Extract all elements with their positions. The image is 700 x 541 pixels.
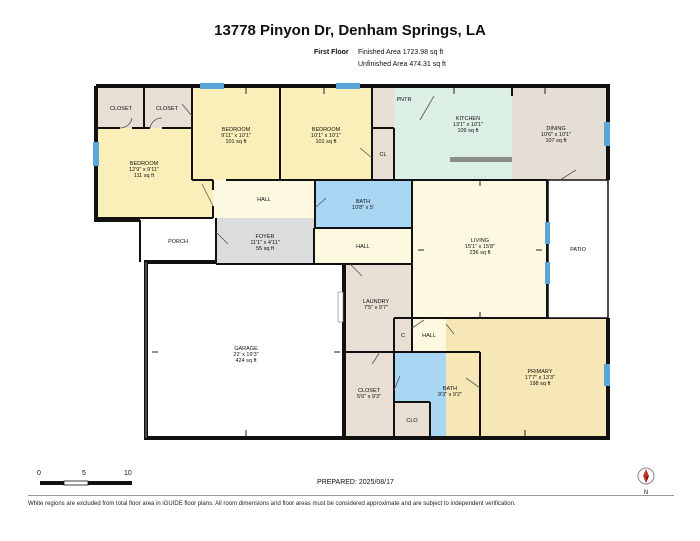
label-foyer: FOYER: [256, 234, 275, 240]
room-bedroom-3: [280, 88, 372, 180]
label-hall-2: HALL: [356, 244, 370, 250]
label-cl: CL: [379, 152, 386, 158]
dims-bath-1: 10'8" x 5': [352, 205, 374, 211]
label-closet-b: CLOSET: [156, 106, 179, 112]
dims-foyer: 11'1" x 4'11": [250, 240, 279, 246]
scale-tick-5: 5: [82, 470, 86, 477]
floor-name: First Floor: [314, 49, 349, 56]
label-c: C: [401, 333, 405, 339]
label-dining: DINING: [546, 126, 565, 132]
area-bedroom-3: 101 sq ft: [315, 139, 337, 145]
dims-garage: 22' x 19'3": [233, 352, 258, 358]
room-bedroom-2: [192, 88, 280, 180]
room-closet-b: [144, 88, 192, 128]
label-closet-c: CLOSET: [358, 388, 381, 394]
room-dining: [512, 88, 606, 180]
area-primary: 198 sq ft: [529, 381, 551, 387]
label-garage: GARAGE: [234, 346, 258, 352]
label-porch: PORCH: [168, 239, 188, 245]
label-clo: CLO: [406, 418, 418, 424]
room-living: [412, 180, 548, 318]
label-living: LIVING: [471, 238, 489, 244]
room-primary-ext: [446, 352, 480, 436]
label-kitchen: KITCHEN: [456, 116, 480, 122]
room-hall-3: [412, 318, 446, 352]
door-swings: [119, 95, 577, 391]
patio-outline: [547, 179, 609, 319]
prepared-date: PREPARED: 2025/08/17: [317, 479, 394, 486]
room-cl: [372, 128, 394, 180]
dims-bath-2: 9'3" x 9'2": [438, 392, 462, 398]
label-bedroom-1: BEDROOM: [130, 161, 159, 167]
dims-closet-c: 5'6" x 9'3": [357, 394, 381, 400]
area-living: 236 sq ft: [469, 250, 491, 256]
dims-bedroom-1: 12'9" x 9'11": [129, 167, 159, 173]
area-bedroom-2: 101 sq ft: [225, 139, 247, 145]
area-garage: 424 sq ft: [235, 358, 257, 364]
dims-primary: 17'7" x 13'3": [525, 375, 555, 381]
room-foyer: [216, 218, 314, 264]
finished-area: Finished Area 1723.98 sq ft: [358, 49, 444, 56]
room-hall-1: [213, 180, 315, 218]
laundry-door: [337, 291, 344, 323]
label-bath-2: BATH: [443, 386, 457, 392]
label-patio: PATIO: [570, 247, 586, 253]
disclaimer: White regions are excluded from total fl…: [28, 501, 516, 507]
dims-dining: 10'6" x 10'1": [541, 132, 571, 138]
room-closet-c: [344, 352, 394, 436]
label-bath-1: BATH: [356, 199, 370, 205]
label-primary: PRIMARY: [528, 369, 553, 375]
compass: N: [636, 466, 656, 496]
dimension-ticks: [152, 88, 546, 436]
area-foyer: 55 sq ft: [256, 246, 275, 252]
footer-divider: [28, 495, 674, 496]
dims-laundry: 7'5" x 9'7": [364, 305, 388, 311]
dims-kitchen: 13'1" x 10'1": [453, 122, 483, 128]
kitchen-island: [450, 157, 512, 162]
windows: [93, 83, 610, 386]
page-title: 13778 Pinyon Dr, Denham Springs, LA: [214, 22, 486, 39]
label-bedroom-2: BEDROOM: [222, 127, 251, 133]
room-labels: CLOSET CLOSET BEDROOM 12'9" x 9'11" 111 …: [110, 97, 587, 424]
dims-bedroom-3: 10'1" x 10'1": [311, 133, 341, 139]
label-laundry: LAUNDRY: [363, 299, 390, 305]
label-bedroom-3: BEDROOM: [312, 127, 341, 133]
room-kitchen: [394, 88, 512, 180]
room-c: [394, 318, 412, 352]
compass-label: N: [644, 490, 648, 496]
label-hall-3: HALL: [422, 333, 436, 339]
scale-tick-0: 0: [37, 470, 41, 477]
label-pantry: PNTR: [397, 97, 412, 103]
room-closet-a: [98, 88, 144, 128]
area-kitchen: 109 sq ft: [457, 128, 479, 134]
label-closet-a: CLOSET: [110, 106, 133, 112]
room-hall-2: [314, 228, 412, 264]
unfinished-area: Unfinished Area 474.31 sq ft: [358, 61, 446, 68]
scale-tick-10: 10: [124, 470, 132, 477]
label-hall-1: HALL: [257, 197, 271, 203]
scale-bar: [40, 480, 132, 486]
room-bath-1: [315, 180, 412, 228]
area-bedroom-1: 111 sq ft: [134, 173, 155, 179]
dims-living: 15'1" x 15'8": [465, 244, 495, 250]
compass-icon: N: [637, 467, 655, 496]
area-dining: 107 sq ft: [545, 138, 567, 144]
dims-bedroom-2: 9'11" x 10'1": [221, 133, 251, 139]
room-clo: [394, 402, 430, 436]
